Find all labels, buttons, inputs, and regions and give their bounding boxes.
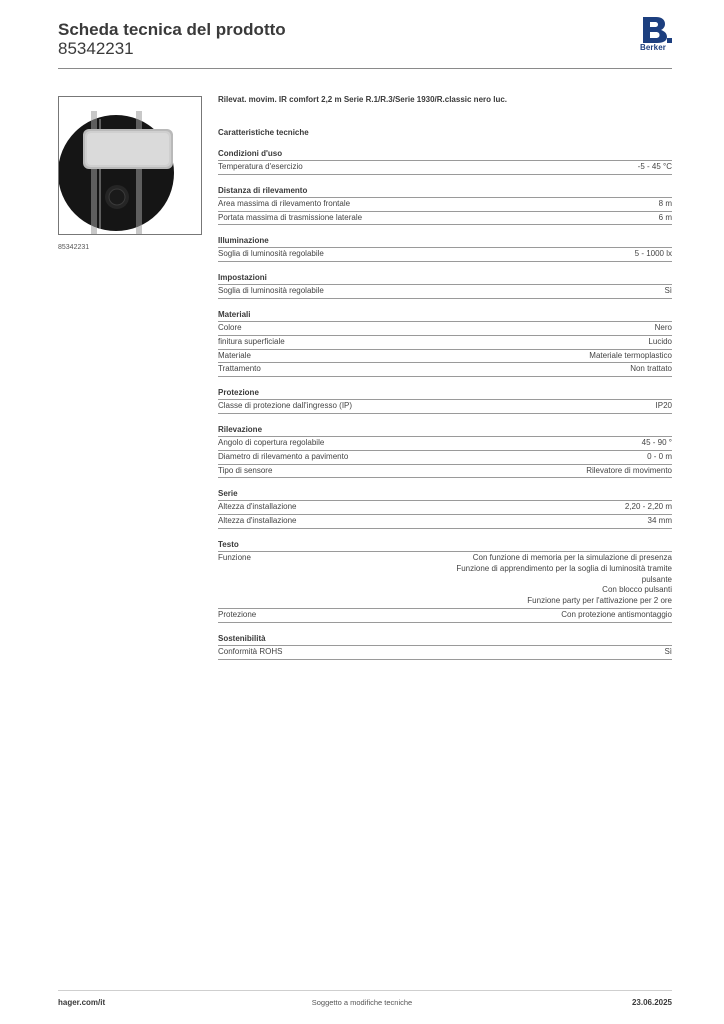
spec-label: Temperatura d'esercizio xyxy=(218,162,303,171)
spec-label: Protezione xyxy=(218,609,257,619)
section-title: Impostazioni xyxy=(218,273,672,286)
product-name: Rilevat. movim. IR comfort 2,2 m Serie R… xyxy=(218,95,508,104)
spec-label: Materiale xyxy=(218,350,251,360)
spec-row: Conformità ROHS Sì xyxy=(218,646,672,660)
spec-row: Tipo di sensore Rilevatore di movimento xyxy=(218,465,672,479)
footer-date: 23.06.2025 xyxy=(631,998,672,1007)
spec-value: 0 - 0 m xyxy=(647,451,672,461)
spec-label: Angolo di copertura regolabile xyxy=(218,437,325,447)
spec-label: finitura superficiale xyxy=(218,336,285,346)
spec-label: Tipo di sensore xyxy=(218,465,273,475)
section-title: Condizioni d'uso xyxy=(218,149,672,161)
spec-row: finitura superficiale Lucido xyxy=(218,336,672,350)
spec-value: Sì xyxy=(664,646,672,656)
spec-value-line: Con funzione di memoria per la simulazio… xyxy=(472,552,672,562)
spec-value: 8 m xyxy=(658,198,672,208)
spec-row: Altezza d'installazione 2,20 - 2,20 m xyxy=(218,501,672,516)
spec-value: 34 mm xyxy=(647,516,672,526)
spec-value: Non trattato xyxy=(630,364,672,374)
spec-value: 45 - 90 ° xyxy=(641,437,672,447)
spec-row: Angolo di copertura regolabile 45 - 90 ° xyxy=(218,437,672,451)
brand-name: Berker xyxy=(640,43,666,52)
spec-row: Area massima di rilevamento frontale 8 m xyxy=(218,198,672,212)
spec-value: 2,20 - 2,20 m xyxy=(624,502,672,512)
spec-row: Materiale Materiale termoplastico xyxy=(218,350,672,364)
motion-detector-image xyxy=(59,97,201,234)
spec-value-line: pulsante xyxy=(641,574,672,584)
spec-value: Lucido xyxy=(648,336,672,346)
spec-value: Nero xyxy=(654,322,672,332)
spec-value: Sì xyxy=(664,286,672,296)
spec-label: Colore xyxy=(218,322,242,332)
spec-label: Trattamento xyxy=(218,364,261,374)
spec-value: 6 m xyxy=(658,212,672,222)
spec-value: IP20 xyxy=(655,401,672,411)
section-title: Materiali xyxy=(218,310,672,322)
spec-row: Diametro di rilevamento a pavimento 0 - 0… xyxy=(218,451,672,465)
specs-heading: Caratteristiche tecniche xyxy=(218,128,309,137)
section-title: Serie xyxy=(218,489,672,502)
section-title: Illuminazione xyxy=(218,236,672,249)
product-code: 85342231 xyxy=(58,39,134,58)
spec-label: Area massima di rilevamento frontale xyxy=(218,198,351,208)
section-title: Distanza di rilevamento xyxy=(218,186,672,198)
spec-label: Altezza d'installazione xyxy=(218,516,297,526)
spec-value: -5 - 45 °C xyxy=(637,162,672,171)
spec-label: Altezza d'installazione xyxy=(218,502,297,512)
spec-row: Portata massima di trasmissione laterale… xyxy=(218,212,672,226)
spec-label: Soglia di luminosità regolabile xyxy=(218,286,324,296)
section-title: Protezione xyxy=(218,388,672,401)
spec-row: Protezione Con protezione antismontaggio xyxy=(218,609,672,623)
spec-value: Con protezione antismontaggio xyxy=(561,609,672,619)
berker-logo-icon xyxy=(643,17,672,43)
spec-label: Portata massima di trasmissione laterale xyxy=(218,212,363,222)
image-caption: 85342231 xyxy=(58,244,90,251)
spec-label: Soglia di luminosità regolabile xyxy=(218,249,324,259)
section-title: Rilevazione xyxy=(218,425,672,437)
spec-row: Funzione Con funzione di memoria per la s… xyxy=(218,552,672,609)
page-title: Scheda tecnica del prodotto xyxy=(58,20,286,39)
spec-value-line: Funzione party per l'attivazione per 2 o… xyxy=(527,596,672,606)
spec-label: Funzione xyxy=(218,552,251,562)
product-image xyxy=(58,96,202,235)
spec-label: Conformità ROHS xyxy=(218,646,283,656)
spec-content: Rilevat. movim. IR comfort 2,2 m Serie R… xyxy=(218,94,672,660)
footer-note: Soggetto a modifiche tecniche xyxy=(311,998,413,1007)
spec-value: Con funzione di memoria per la simulazio… xyxy=(456,553,672,607)
spec-value: Materiale termoplastico xyxy=(589,350,672,360)
footer-website[interactable]: hager.com/it xyxy=(58,998,106,1007)
spec-value: Rilevatore di movimento xyxy=(586,465,672,475)
spec-row: Altezza d'installazione 34 mm xyxy=(218,515,672,529)
section-title: Sostenibilità xyxy=(218,634,672,646)
spec-label: Diametro di rilevamento a pavimento xyxy=(218,451,349,461)
spec-label: Classe di protezione dall'ingresso (IP) xyxy=(218,401,353,411)
spec-row: Colore Nero xyxy=(218,322,672,336)
spec-value-line: Funzione di apprendimento per la soglia … xyxy=(456,563,672,573)
spec-row: Soglia di luminosità regolabile Sì xyxy=(218,285,672,299)
brand-logo: Berker xyxy=(640,16,676,52)
section-title: Testo xyxy=(218,540,672,552)
spec-row: Temperatura d'esercizio -5 - 45 °C xyxy=(218,161,672,175)
header-divider xyxy=(58,68,672,69)
spec-row: Classe di protezione dall'ingresso (IP) I… xyxy=(218,400,672,414)
spec-row: Trattamento Non trattato xyxy=(218,363,672,378)
spec-value-line: Con blocco pulsanti xyxy=(602,585,672,595)
spec-value: 5 - 1000 lx xyxy=(634,249,672,259)
spec-row: Soglia di luminosità regolabile 5 - 1000 … xyxy=(218,248,672,263)
footer-divider xyxy=(58,990,672,991)
